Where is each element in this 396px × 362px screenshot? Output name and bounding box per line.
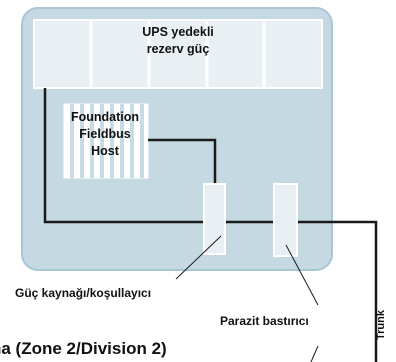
noise-suppressor-module <box>273 183 298 257</box>
fieldbus-host-label: Foundation Fieldbus Host <box>70 110 140 158</box>
noise-suppressor-leader <box>285 244 319 306</box>
trunk-label: Trunk <box>375 310 387 340</box>
power-conditioner-label: Güç kaynağı/koşullayıcı <box>15 286 152 300</box>
hazard-zone-title: ha (Zone 2/Division 2) <box>0 339 167 358</box>
noise-suppressor-label: Parazit bastırıcı <box>220 314 309 328</box>
power-conditioner-leader <box>175 235 222 280</box>
fieldbus-host-block <box>63 103 149 179</box>
ups-module-block <box>33 19 323 89</box>
bottom-leader <box>310 345 319 362</box>
power-conditioner-module <box>203 183 226 255</box>
ups-label: UPS yedekli rezerv güç <box>142 25 214 56</box>
host-link-line <box>148 138 217 186</box>
